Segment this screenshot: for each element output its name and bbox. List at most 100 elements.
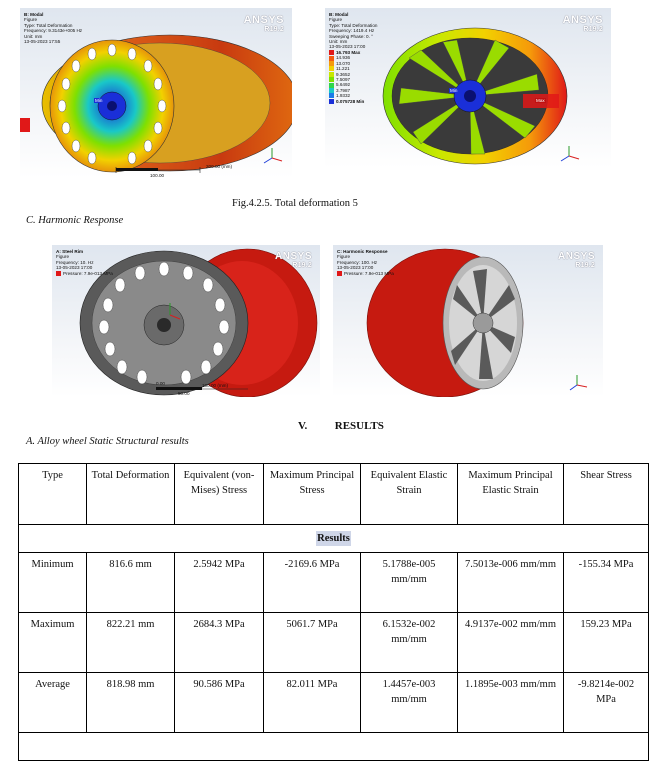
ansys-logo: ANSYS R19.2 (558, 251, 595, 269)
pressure-legend: Pressure: 7.9e-013 MPa (63, 270, 113, 276)
legend-entry: 13.070 (329, 61, 364, 66)
legend-swatch (329, 87, 334, 93)
left-modal-title: B: Modal (24, 12, 44, 17)
table-cell: 159.23 MPa (563, 612, 649, 673)
results-band-label: Results (316, 531, 351, 546)
table-cell: Maximum (18, 612, 87, 673)
table-cell: 6.1532e-002 mm/mm (360, 612, 458, 673)
table-cell: 4.9137e-002 mm/mm (457, 612, 564, 673)
table-cell: 2.5942 MPa (174, 552, 264, 613)
legend-label: 3.7987 (336, 87, 351, 93)
alloy-harmonic-plot (366, 248, 588, 397)
left-modal-info-line: 13-05-2023 17:55 (24, 39, 61, 45)
scale-zero: 0.00 (156, 381, 165, 386)
legend-entry: 7.5097 (329, 77, 364, 83)
right-modal-info-line: Figure (329, 17, 343, 23)
legend-swatch (329, 66, 334, 72)
harmonic-left-info-line: Figure (56, 254, 70, 260)
legend-label: 13.070 (336, 60, 351, 66)
alloy-wheel-deformation-plot (382, 27, 580, 165)
harmonic-left-info-line: Frequency: 10. Hz (56, 259, 94, 265)
ansys-logo: ANSYS R19.2 (563, 14, 603, 33)
table-header-cell: Total Deformation (86, 463, 175, 525)
right-modal-info-line: Unit: mm (329, 39, 348, 45)
table-header-cell: Maximum Principal Stress (263, 463, 361, 525)
max-label: Max (535, 98, 546, 103)
min-label: Min (449, 88, 459, 93)
legend-label: 1.9332 (336, 93, 351, 99)
ansys-brand: ANSYS (243, 14, 284, 26)
table-row: Minimum 816.6 mm 2.5942 MPa -2169.6 MPa … (18, 552, 649, 613)
harmonic-left-info-line: 13-05-2023 17:00 (56, 265, 93, 271)
table-cell: Minimum (18, 552, 87, 613)
right-modal-title: B: Modal (329, 12, 349, 17)
table-row: Average 818.98 mm 90.586 MPa 82.011 MPa … (18, 672, 649, 733)
table-cell: 1.1895e-003 mm/mm (457, 672, 564, 733)
legend-label: 11.221 (336, 66, 350, 72)
table-header-cell: Type (18, 463, 87, 525)
right-modal-info-line: Type: Total Deformation (329, 22, 378, 28)
legend-swatch (329, 71, 334, 77)
table-cell: 816.6 mm (86, 552, 175, 613)
table-cell: 5.1788e-005 mm/mm (360, 552, 458, 613)
table-cell: 1.4457e-003 mm/mm (360, 672, 458, 733)
results-heading-text: V. RESULTS (298, 420, 384, 432)
ansys-logo: ANSYS R19.2 (275, 251, 312, 269)
harmonic-right-info-line: Figure (337, 254, 351, 260)
section-heading-harmonic: C. Harmonic Response (26, 215, 124, 226)
harmonic-right-info-line: Frequency: 100. Hz (337, 259, 378, 265)
legend-label: 5.6492 (336, 82, 351, 88)
legend-swatch (329, 82, 334, 88)
table-header-row: Type Total Deformation Equivalent (von-M… (18, 463, 649, 525)
table-cell: -155.34 MPa (563, 552, 649, 613)
modal-left-panel: B: Modal Figure Type: Total Deformation … (20, 8, 292, 178)
legend-label: 9.3652 (336, 71, 351, 77)
table-cell: 5061.7 MPa (263, 612, 361, 673)
legend-swatch (329, 77, 334, 83)
harmonic-right-panel: C: Harmonic Response Figure Frequency: 1… (333, 245, 603, 397)
figure-caption: Fig.4.2.5. Total deformation 5 (232, 198, 358, 209)
section-heading-results: V. RESULTS (298, 420, 384, 432)
legend-swatch (329, 55, 334, 61)
table-header-cell: Maximum Principal Elastic Strain (457, 463, 564, 525)
table-band-row: Results (18, 524, 649, 553)
table-row: Maximum 822.21 mm 2684.3 MPa 5061.7 MPa … (18, 612, 649, 673)
harmonic-right-info-line: 13-05-2023 17:00 (337, 265, 374, 271)
legend-label: 14.936 (336, 55, 351, 61)
scale-mid: 50.00 (178, 391, 190, 396)
table-header-cell: Shear Stress (563, 463, 649, 525)
legend-entry: 1.9332 (329, 93, 364, 99)
ansys-brand: ANSYS (275, 251, 312, 262)
left-modal-info-line: Frequency: 9.3143e+005 Hz (24, 28, 83, 34)
table-cell: 90.586 MPa (174, 672, 264, 733)
harmonic-right-title: C: Harmonic Response (337, 249, 388, 254)
min-label: Min (94, 98, 104, 103)
wheel-deformation-plot (20, 34, 292, 173)
legend-swatch (329, 98, 334, 104)
legend-swatch (329, 60, 334, 66)
table-empty-row (18, 732, 649, 761)
ansys-version: R19.2 (292, 262, 312, 269)
table-cell: 818.98 mm (86, 672, 175, 733)
ansys-logo: ANSYS R19.2 (244, 14, 284, 33)
left-modal-info-line: Type: Total Deformation (24, 22, 73, 28)
legend-entry: 16.793 Max (329, 50, 364, 56)
table-cell: 82.011 MPa (263, 672, 361, 733)
right-modal-info-line: Frequency: 1419.4 Hz (329, 28, 375, 34)
table-cell: 822.21 mm (86, 612, 175, 673)
ansys-version: R19.2 (583, 26, 603, 33)
scale-text: 100.00 (mm) (202, 383, 229, 388)
legend-label: 16.793 Max (336, 50, 361, 55)
ansys-brand: ANSYS (562, 14, 603, 26)
ansys-version: R19.2 (264, 26, 284, 33)
ansys-brand: ANSYS (558, 251, 595, 262)
legend-label: 0.075728 Min (336, 98, 365, 104)
modal-right-panel: B: Modal Figure Type: Total Deformation … (325, 8, 611, 168)
table-cell: 2684.3 MPa (174, 612, 264, 673)
table-cell: -2169.6 MPa (263, 552, 361, 613)
table-header-cell: Equivalent Elastic Strain (360, 463, 458, 525)
legend-entry: 14.936 (329, 55, 364, 61)
table-cell: 7.5013e-006 mm/mm (457, 552, 564, 613)
left-modal-info-line: Unit: mm (24, 33, 43, 39)
